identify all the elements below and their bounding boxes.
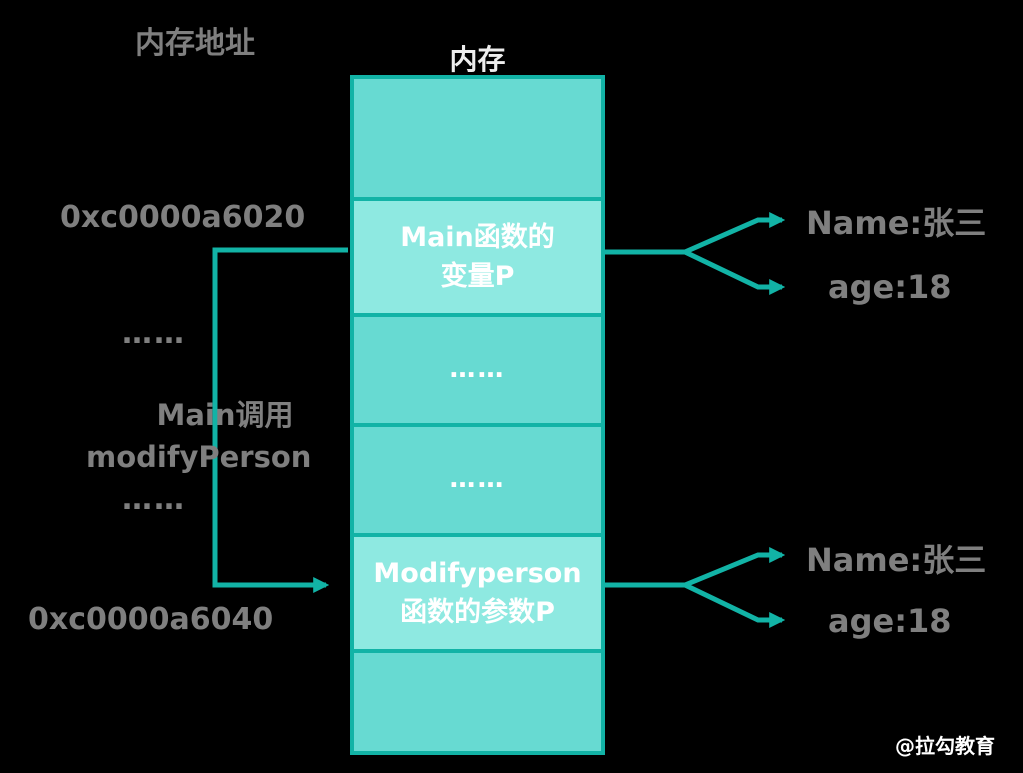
bottom-fork-age-arrow	[683, 582, 786, 628]
memory-cell-main-variable-p: Main函数的 变量P	[354, 197, 601, 313]
memory-cell-dots-1-text: ……	[449, 354, 506, 385]
bottom-fork-name-arrow	[684, 547, 786, 588]
top-fork-age-arrow	[683, 249, 786, 295]
memory-cell-dots-2-text: ……	[449, 464, 506, 495]
memory-cell-modifyperson-param-p-line1: Modifyperson	[373, 557, 582, 589]
address-top: 0xc0000a6020	[60, 200, 306, 235]
memory-cell-empty-bottom	[354, 649, 601, 751]
memory-cell-dots-1: ……	[354, 313, 601, 423]
bottom-name-value: Name:张三	[806, 541, 987, 579]
memory-title: 内存	[449, 43, 506, 76]
memory-cell-dots-2: ……	[354, 423, 601, 533]
memory-cell-modifyperson-param-p-line2: 函数的参数P	[400, 597, 555, 628]
memory-address-title: 内存地址	[135, 26, 255, 61]
memory-cell-main-variable-p-line1: Main函数的	[400, 221, 555, 253]
bottom-age-value: age:18	[828, 602, 952, 640]
memory-cell-empty-top	[354, 79, 601, 197]
caption-main-call: Main调用	[156, 398, 294, 432]
left-dots-top: ……	[122, 316, 186, 351]
memory-column: Main函数的 变量P …… …… Modifyperson 函数的参数P	[350, 75, 605, 755]
top-name-value: Name:张三	[806, 204, 987, 242]
memory-cell-modifyperson-param-p: Modifyperson 函数的参数P	[354, 533, 601, 649]
memory-cell-main-variable-p-line2: 变量P	[440, 261, 515, 292]
address-bottom: 0xc0000a6040	[28, 602, 274, 637]
top-age-value: age:18	[828, 268, 952, 306]
top-fork-name-arrow	[683, 212, 786, 255]
left-dots-bottom: ……	[122, 482, 186, 517]
caption-modifyperson: modifyPerson	[86, 440, 312, 474]
watermark: @拉勾教育	[895, 734, 995, 758]
